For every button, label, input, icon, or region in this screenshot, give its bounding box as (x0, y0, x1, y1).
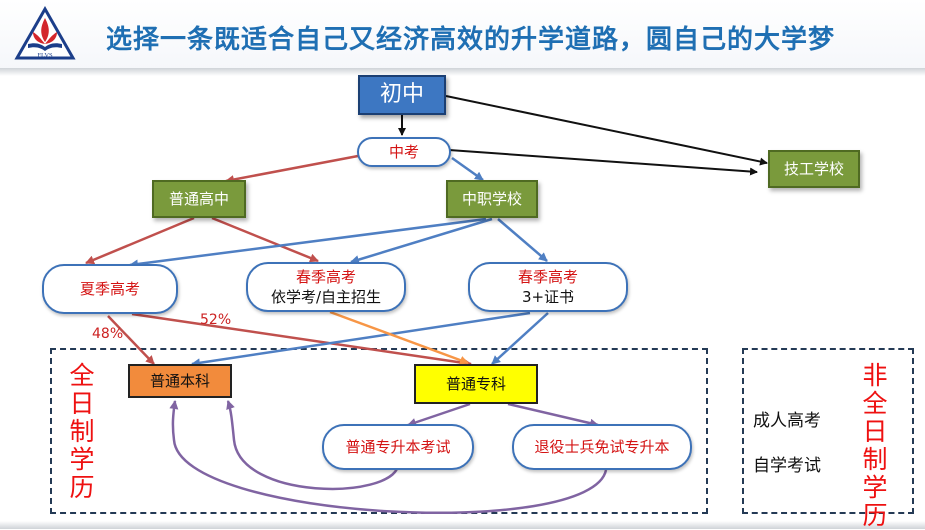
node-chunji-1-title: 春季高考 (295, 267, 356, 286)
node-zhongkao-label: 中考 (388, 142, 419, 161)
node-putong-gaozhong-label: 普通高中 (168, 189, 229, 208)
part-time-label: 非全日制学历 (862, 361, 888, 530)
node-chunji-2-sub: 3+证书 (521, 288, 575, 306)
arrow-gaozhong-xiaji (85, 216, 195, 265)
footer-divider (0, 521, 925, 529)
school-logo: FLVS (14, 6, 76, 60)
page-title: 选择一条既适合自己又经济高效的升学道路，圆自己的大学梦 (106, 25, 836, 55)
node-jigong-label: 技工学校 (783, 159, 844, 178)
arrow-zhongzhi-xiaji (129, 217, 487, 269)
arrow-xiaji-zhuanke (131, 312, 472, 368)
arrow-zhongzhi-chunji2 (497, 218, 548, 262)
part-time-item-chengren: 成人高考 (753, 411, 821, 431)
node-zhongzhi: 中职学校 (446, 180, 538, 218)
node-zhongkao: 中考 (357, 137, 451, 167)
node-tuiyi-label: 退役士兵免试专升本 (534, 437, 670, 456)
full-time-region (50, 348, 708, 514)
node-xiaji: 夏季高考 (42, 264, 178, 314)
node-benke: 普通本科 (128, 364, 232, 398)
percent-48: 48% (92, 326, 124, 342)
arrow-zhongkao-jigong (448, 149, 758, 176)
node-chunji-2-title: 春季高考 (517, 267, 578, 286)
arrow-zhuanke-zhuanshengben (407, 402, 471, 427)
header-divider (0, 68, 925, 76)
node-chuzhong-label: 初中 (379, 82, 424, 108)
node-chunji-1-sub: 依学考/自主招生 (270, 288, 382, 306)
arrow-xiaji-benke (107, 315, 155, 365)
arrow-zhuanke-tuiyi (507, 402, 599, 428)
arrow-chunji1-zhuanke (329, 310, 469, 365)
node-chuzhong: 初中 (358, 75, 446, 115)
full-time-label: 全日制学历 (69, 361, 95, 502)
node-tuiyi: 退役士兵免试专升本 (512, 424, 692, 470)
node-chunji-1: 春季高考 依学考/自主招生 (246, 262, 406, 312)
arrow-zhongkao-gaozhong (225, 154, 359, 184)
part-time-item-zixue: 自学考试 (753, 456, 821, 476)
arrow-zhuanshengben-benke (226, 400, 400, 491)
node-chunji-2: 春季高考 3+证书 (468, 262, 628, 312)
logo-text: FLVS (37, 52, 53, 59)
arrow-zhongkao-zhongzhi (451, 156, 484, 182)
node-benke-label: 普通本科 (149, 371, 210, 390)
node-zhongzhi-label: 中职学校 (461, 189, 522, 208)
part-time-region (742, 348, 914, 514)
node-zhuanke: 普通专科 (414, 364, 538, 404)
arrow-gaozhong-chunji1 (211, 216, 319, 263)
arrow-chuzhong-jigong (445, 95, 768, 166)
header-bar: FLVS 选择一条既适合自己又经济高效的升学道路，圆自己的大学梦 (0, 0, 925, 76)
node-xiaji-label: 夏季高考 (79, 279, 140, 298)
node-zhuanshengben: 普通专升本考试 (322, 424, 474, 470)
arrow-chunji2-zhuanke (491, 312, 549, 365)
percent-52: 52% (200, 312, 232, 328)
node-putong-gaozhong: 普通高中 (152, 180, 246, 218)
arrow-zhongzhi-chunji1 (350, 217, 493, 264)
node-zhuanke-label: 普通专科 (445, 374, 506, 393)
node-jigong: 技工学校 (768, 150, 860, 188)
node-zhuanshengben-label: 普通专升本考试 (345, 437, 451, 456)
arrow-tuiyi-benke (169, 400, 608, 515)
arrow-chunji2-benke (191, 311, 531, 368)
